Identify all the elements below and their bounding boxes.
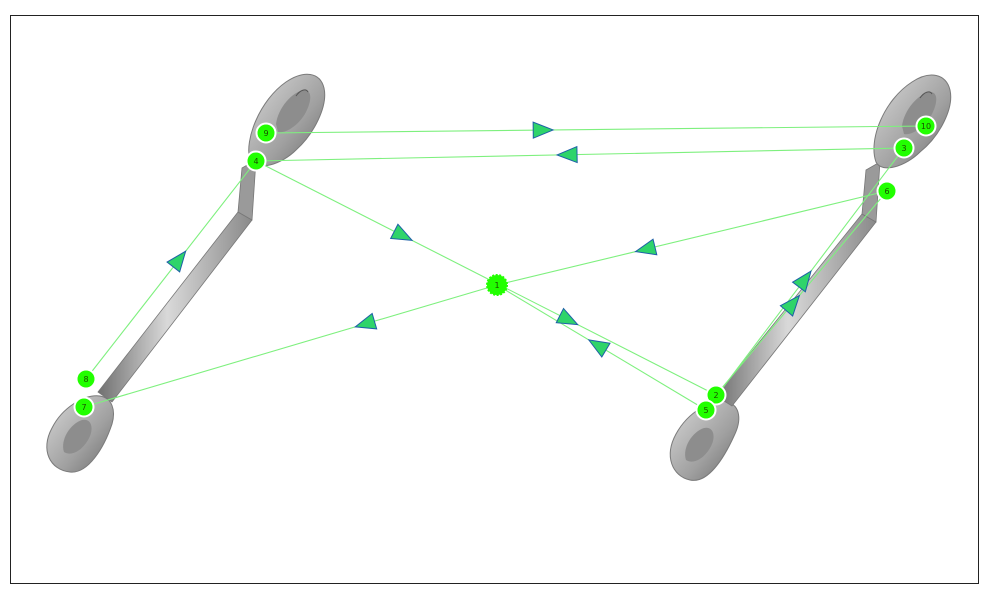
path-edge-3-4: [255, 147, 905, 162]
node-marker: [915, 115, 937, 137]
path-edge-8-4: [85, 160, 257, 380]
node-label: 7: [81, 403, 86, 412]
node-label: 5: [703, 406, 708, 415]
direction-arrow-8-4: [166, 250, 187, 273]
node-5[interactable]: 5: [695, 399, 717, 421]
path-edge-2-6: [715, 190, 888, 396]
path-edge-1-7: [83, 284, 498, 408]
path-edge-9-10: [265, 125, 927, 134]
node-label: 8: [83, 375, 88, 384]
node-marker: [695, 399, 717, 421]
direction-arrow-6-1: [634, 238, 658, 256]
direction-arrow-5-1: [587, 339, 611, 358]
node-label: 4: [253, 157, 258, 166]
node-10[interactable]: 10: [915, 115, 937, 137]
direction-arrow-3-4: [555, 145, 578, 164]
right-wrench: [669, 74, 952, 481]
node-label: 3: [901, 144, 906, 153]
wrench-icon: [669, 74, 952, 481]
node-2[interactable]: 2: [705, 384, 727, 406]
node-marker: [255, 122, 277, 144]
direction-arrow-4-2: [555, 307, 579, 326]
node-marker: [73, 396, 95, 418]
node-label: 9: [263, 129, 268, 138]
node-9[interactable]: 9: [255, 122, 277, 144]
node-label: 1: [494, 281, 499, 290]
node-7[interactable]: 7: [73, 396, 95, 418]
direction-arrow-9-10: [532, 121, 555, 139]
node-marker: [486, 274, 508, 296]
node-4[interactable]: 4: [245, 150, 267, 172]
node-marker: [245, 150, 267, 172]
node-label: 10: [921, 122, 931, 131]
node-6[interactable]: 6: [876, 180, 898, 202]
node-marker: [705, 384, 727, 406]
toolpath-nodes: 1 2 3 4 5 6 7 8 9 10: [73, 115, 937, 421]
node-marker: [876, 180, 898, 202]
node-1[interactable]: 1: [486, 274, 508, 296]
direction-arrow-2-6: [779, 294, 801, 317]
node-label: 2: [713, 391, 718, 400]
node-3[interactable]: 3: [893, 137, 915, 159]
direction-arrow-1-7: [353, 312, 378, 330]
direction-arrow-4-2-b: [389, 223, 414, 242]
node-marker: [75, 368, 97, 390]
path-edge-4-2: [255, 160, 717, 396]
direction-arrow-5-3: [791, 269, 812, 293]
direction-arrows: [166, 121, 812, 358]
node-8[interactable]: 8: [75, 368, 97, 390]
path-edge-6-1: [496, 190, 888, 286]
node-label: 6: [884, 187, 889, 196]
node-marker: [893, 137, 915, 159]
